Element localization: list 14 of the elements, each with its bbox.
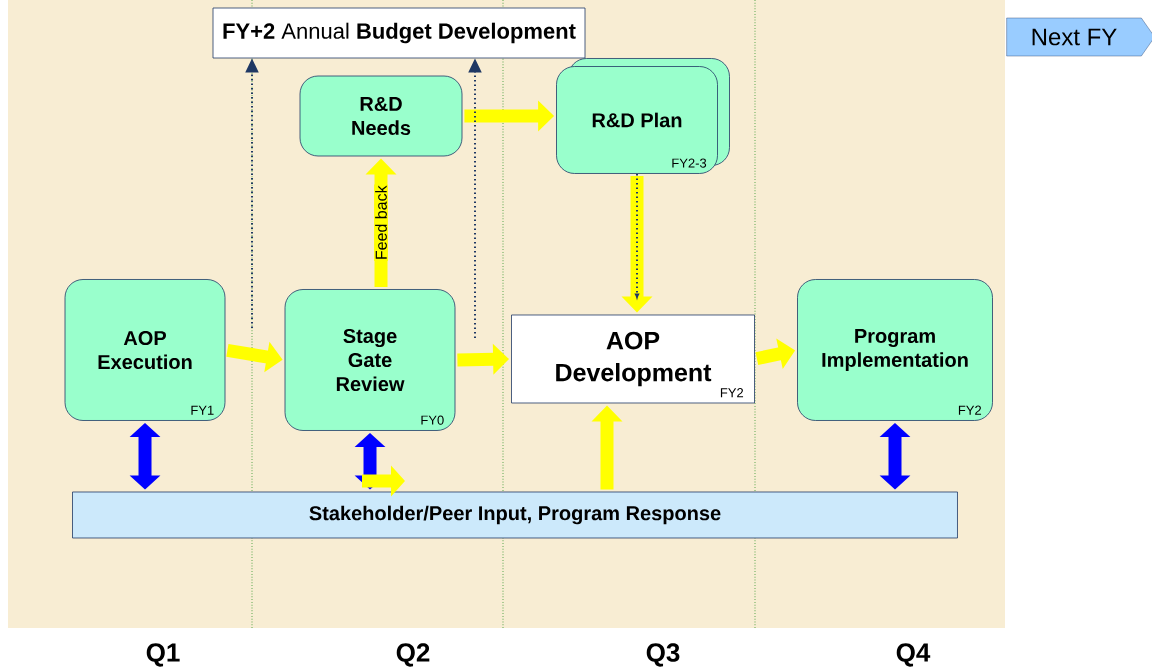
input-bar: Stakeholder/Peer Input, Program Response	[72, 491, 958, 539]
year-label: FY2	[958, 405, 982, 415]
title-box: FY+2 Annual Budget Development	[212, 7, 586, 59]
quarter-label: Q4	[896, 643, 931, 667]
year-label: FY1	[191, 405, 214, 415]
quarter-label: Q3	[646, 643, 680, 667]
edge-label: Feed back	[375, 185, 387, 259]
year-label: FY0	[421, 415, 444, 425]
year-label: FY2-3	[672, 158, 707, 168]
quarter-label: Q1	[146, 643, 180, 667]
year-label: FY2	[720, 388, 744, 398]
process-box: R&D Needs	[299, 75, 463, 157]
chevron-box: Next FY	[1006, 17, 1152, 57]
quarter-label: Q2	[396, 643, 430, 667]
